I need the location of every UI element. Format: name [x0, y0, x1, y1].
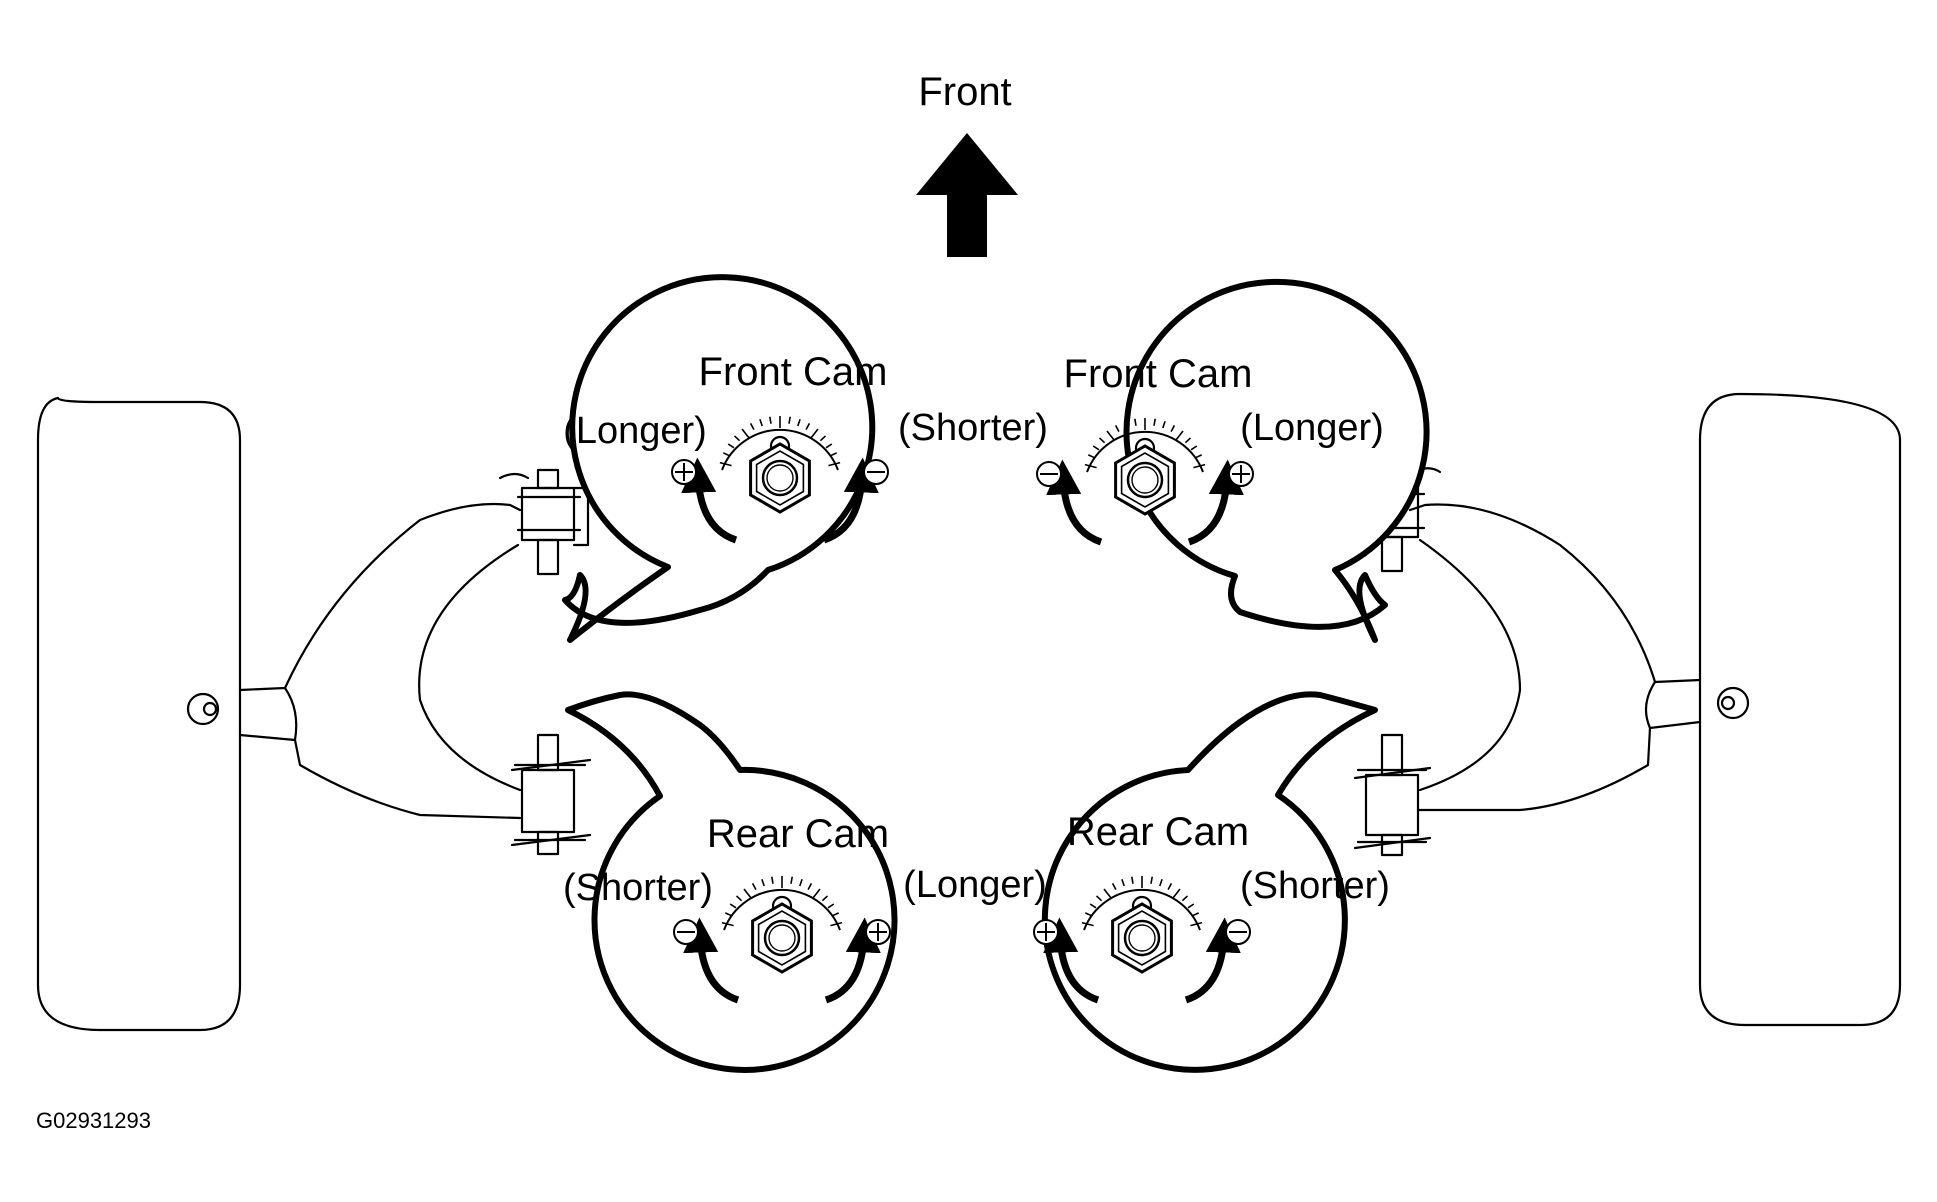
callout-bubble-front-left — [562, 274, 876, 643]
cam-bolt-icon — [751, 902, 813, 974]
cam-bolt-icon — [1114, 444, 1176, 516]
callout-bubble-rear-right — [1041, 691, 1378, 1073]
front-arrow-icon — [916, 133, 1018, 257]
cam-bolt-icon — [749, 442, 811, 514]
direction-label-rear-left-left: (Shorter) — [563, 867, 713, 909]
cam-title-front-left: Front Cam — [699, 350, 888, 394]
cam-title-rear-right: Rear Cam — [1067, 810, 1249, 854]
rotation-arrow-icon — [683, 917, 740, 1004]
suspension-arm-icon — [238, 502, 522, 692]
cam-dial-front-right — [1036, 418, 1254, 546]
rotation-arrow-icon — [822, 457, 879, 544]
direction-label-front-left-right: (Shorter) — [898, 407, 1048, 449]
callout-bubble-rear-left — [565, 691, 898, 1073]
rotation-arrow-icon — [1184, 917, 1241, 1004]
cam-bolt-icon — [1111, 902, 1173, 974]
cam-scale — [1081, 876, 1203, 931]
direction-label-rear-left-right: (Longer) — [903, 864, 1047, 906]
rotation-arrow-icon — [1043, 917, 1100, 1004]
cam-scale — [719, 416, 841, 471]
wheel-icon — [1698, 392, 1902, 1027]
wheel-hub-icon — [1716, 686, 1750, 720]
rotation-arrow-icon — [1046, 459, 1103, 546]
suspension-arm-right — [1350, 465, 1702, 857]
rotation-arrow-icon — [824, 917, 881, 1004]
cam-title-rear-left: Rear Cam — [707, 812, 889, 856]
front-direction-label: Front — [918, 70, 1011, 114]
rear-bushing-left — [510, 733, 592, 856]
direction-label-front-right-right: (Longer) — [1240, 407, 1384, 449]
rotation-arrow-icon — [1187, 459, 1244, 546]
wheel-right — [1698, 392, 1902, 1027]
minus-circle-icon — [1036, 461, 1062, 487]
plus-circle-icon — [865, 919, 891, 945]
suspension-arm-left — [238, 468, 592, 856]
rear-bushing-right — [1353, 733, 1432, 857]
wheel-left — [36, 396, 242, 1032]
front-bushing-left — [498, 468, 590, 576]
cam-dial-rear-left — [673, 876, 891, 1004]
plus-circle-icon — [671, 459, 697, 485]
cam-title-front-right: Front Cam — [1064, 352, 1253, 396]
cam-dial-rear-right — [1033, 876, 1251, 1004]
callout-bubble-front-right — [1123, 278, 1430, 643]
cam-scale — [1084, 418, 1206, 473]
minus-circle-icon — [863, 459, 889, 485]
cam-scale — [721, 876, 843, 931]
direction-label-front-left-left: (Longer) — [563, 410, 707, 452]
minus-circle-icon — [673, 919, 699, 945]
minus-circle-icon — [1225, 919, 1251, 945]
figure-code: G02931293 — [36, 1108, 151, 1133]
wheel-icon — [36, 396, 242, 1032]
suspension-arm-icon — [1408, 503, 1702, 684]
plus-circle-icon — [1033, 919, 1059, 945]
rotation-arrow-icon — [681, 457, 738, 544]
wheel-hub-icon — [186, 692, 220, 726]
direction-label-rear-right-right: (Shorter) — [1240, 865, 1390, 907]
plus-circle-icon — [1228, 461, 1254, 487]
cam-dial-front-left — [671, 416, 889, 544]
